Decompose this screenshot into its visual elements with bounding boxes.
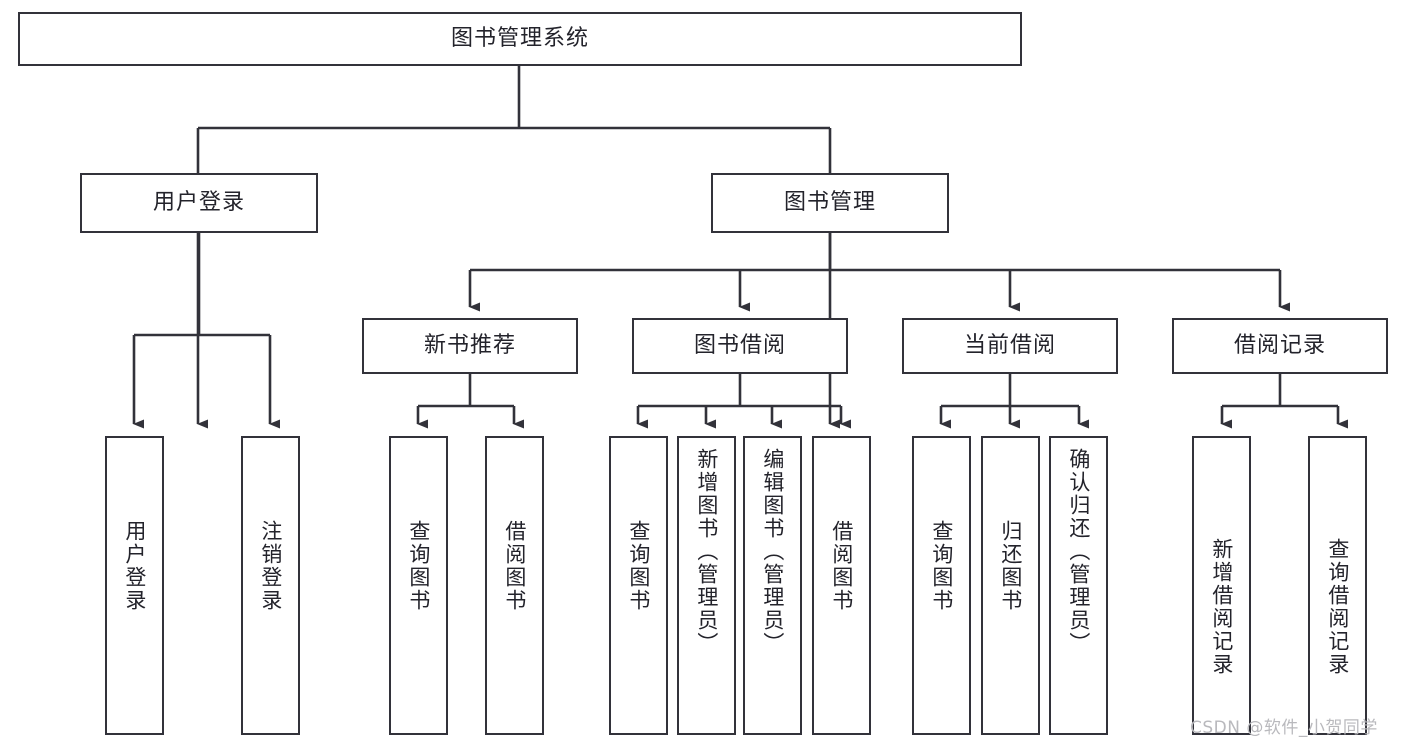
leaf-query-book-1[interactable]: 查询图书 xyxy=(389,436,448,735)
node-new-book-recommend[interactable]: 新书推荐 xyxy=(362,318,578,374)
leaf-user-login[interactable]: 用户登录 xyxy=(105,436,164,735)
leaf-query-book-3-label: 查询图书 xyxy=(929,520,954,612)
node-borrow-record-label: 借阅记录 xyxy=(1233,333,1326,358)
leaf-add-book-label: 新增图书（管理员） xyxy=(694,448,719,655)
leaf-edit-book-label: 编辑图书（管理员） xyxy=(760,448,785,655)
leaf-add-book[interactable]: 新增图书（管理员） xyxy=(677,436,736,735)
leaf-return-book[interactable]: 归还图书 xyxy=(981,436,1040,735)
leaf-query-book-1-label: 查询图书 xyxy=(406,520,431,612)
leaf-query-record[interactable]: 查询借阅记录 xyxy=(1308,436,1367,735)
node-book-borrow-label: 图书借阅 xyxy=(693,333,786,358)
node-user-login[interactable]: 用户登录 xyxy=(80,173,318,233)
leaf-edit-book[interactable]: 编辑图书（管理员） xyxy=(743,436,802,735)
leaf-borrow-book-2-label: 借阅图书 xyxy=(829,520,854,612)
leaf-query-record-label: 查询借阅记录 xyxy=(1325,538,1350,676)
leaf-confirm-return[interactable]: 确认归还（管理员） xyxy=(1049,436,1108,735)
leaf-return-book-label: 归还图书 xyxy=(998,520,1023,612)
leaf-query-book-2-label: 查询图书 xyxy=(626,520,651,612)
leaf-borrow-book-2[interactable]: 借阅图书 xyxy=(812,436,871,735)
node-user-login-label: 用户登录 xyxy=(152,190,245,215)
node-new-book-recommend-label: 新书推荐 xyxy=(423,333,516,358)
leaf-confirm-return-label: 确认归还（管理员） xyxy=(1066,448,1091,655)
node-current-borrow-label: 当前借阅 xyxy=(963,333,1056,358)
leaf-query-book-3[interactable]: 查询图书 xyxy=(912,436,971,735)
leaf-logout-label: 注销登录 xyxy=(258,520,283,612)
leaf-borrow-book-1[interactable]: 借阅图书 xyxy=(485,436,544,735)
node-root[interactable]: 图书管理系统 xyxy=(18,12,1022,66)
node-book-manage[interactable]: 图书管理 xyxy=(711,173,949,233)
leaf-query-book-2[interactable]: 查询图书 xyxy=(609,436,668,735)
node-book-manage-label: 图书管理 xyxy=(783,190,876,215)
leaf-user-login-label: 用户登录 xyxy=(122,520,147,612)
watermark: CSDN @软件_小贺同学 xyxy=(1190,718,1378,738)
leaf-borrow-book-1-label: 借阅图书 xyxy=(502,520,527,612)
node-current-borrow[interactable]: 当前借阅 xyxy=(902,318,1118,374)
node-book-borrow[interactable]: 图书借阅 xyxy=(632,318,848,374)
leaf-logout[interactable]: 注销登录 xyxy=(241,436,300,735)
leaf-add-record-label: 新增借阅记录 xyxy=(1209,538,1234,676)
node-borrow-record[interactable]: 借阅记录 xyxy=(1172,318,1388,374)
node-root-label: 图书管理系统 xyxy=(450,26,589,51)
leaf-add-record[interactable]: 新增借阅记录 xyxy=(1192,436,1251,735)
